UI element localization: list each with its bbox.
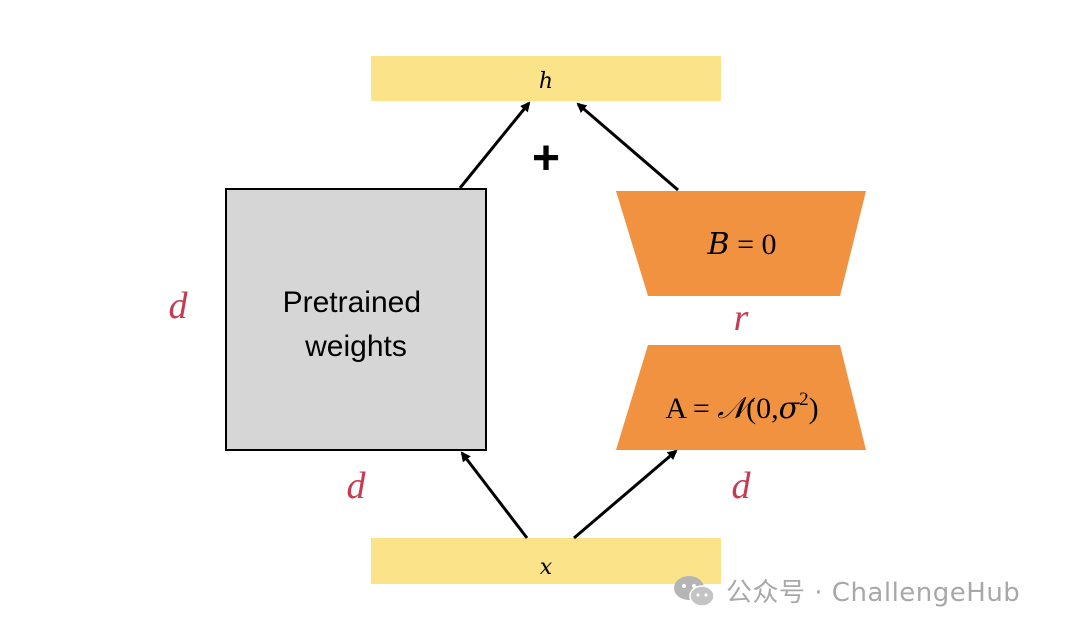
- matrix-a-sigma: σ: [779, 391, 801, 426]
- arrow-matrix-b-to-h: [576, 102, 679, 192]
- arrow-pretrained-to-h: [458, 101, 531, 189]
- pretrained-weights-label: Pretrained weights: [283, 286, 430, 363]
- matrix-b-trapezoid: [616, 191, 866, 296]
- matrix-a-trapezoid: [616, 345, 866, 450]
- output-bar: [371, 56, 721, 101]
- dim-rank: r: [734, 297, 749, 339]
- dim-right-width: d: [732, 465, 752, 507]
- wechat-logo-icon: [674, 575, 715, 607]
- pretrained-label-line1: Pretrained: [283, 286, 421, 319]
- matrix-b-label: B = 0: [707, 227, 777, 262]
- arrow-x-to-pretrained: [460, 451, 529, 539]
- matrix-b-var: B: [707, 227, 730, 262]
- plus-symbol: +: [532, 132, 560, 185]
- matrix-a-exp: 2: [799, 389, 809, 410]
- watermark-text: 公众号 · ChallengeHub: [726, 578, 1021, 608]
- arrow-x-to-matrix-a: [573, 449, 678, 540]
- dim-left-height: d: [169, 285, 189, 327]
- matrix-a-eq: =: [685, 392, 717, 425]
- matrix-a-args: (0,: [746, 392, 779, 425]
- matrix-a-var: A: [665, 392, 687, 425]
- dim-left-width: d: [347, 465, 367, 507]
- matrix-b-value: = 0: [730, 228, 777, 261]
- input-label: x: [540, 555, 553, 580]
- input-bar: [371, 538, 721, 584]
- matrix-a-close: ): [809, 392, 819, 425]
- pretrained-label-line2: weights: [304, 330, 407, 363]
- pretrained-weights-box: [225, 188, 487, 451]
- output-label: h: [539, 69, 553, 94]
- watermark: 公众号 · ChallengeHub: [672, 572, 1020, 609]
- matrix-a-label: A = 𝒩(0,σ2): [665, 389, 818, 426]
